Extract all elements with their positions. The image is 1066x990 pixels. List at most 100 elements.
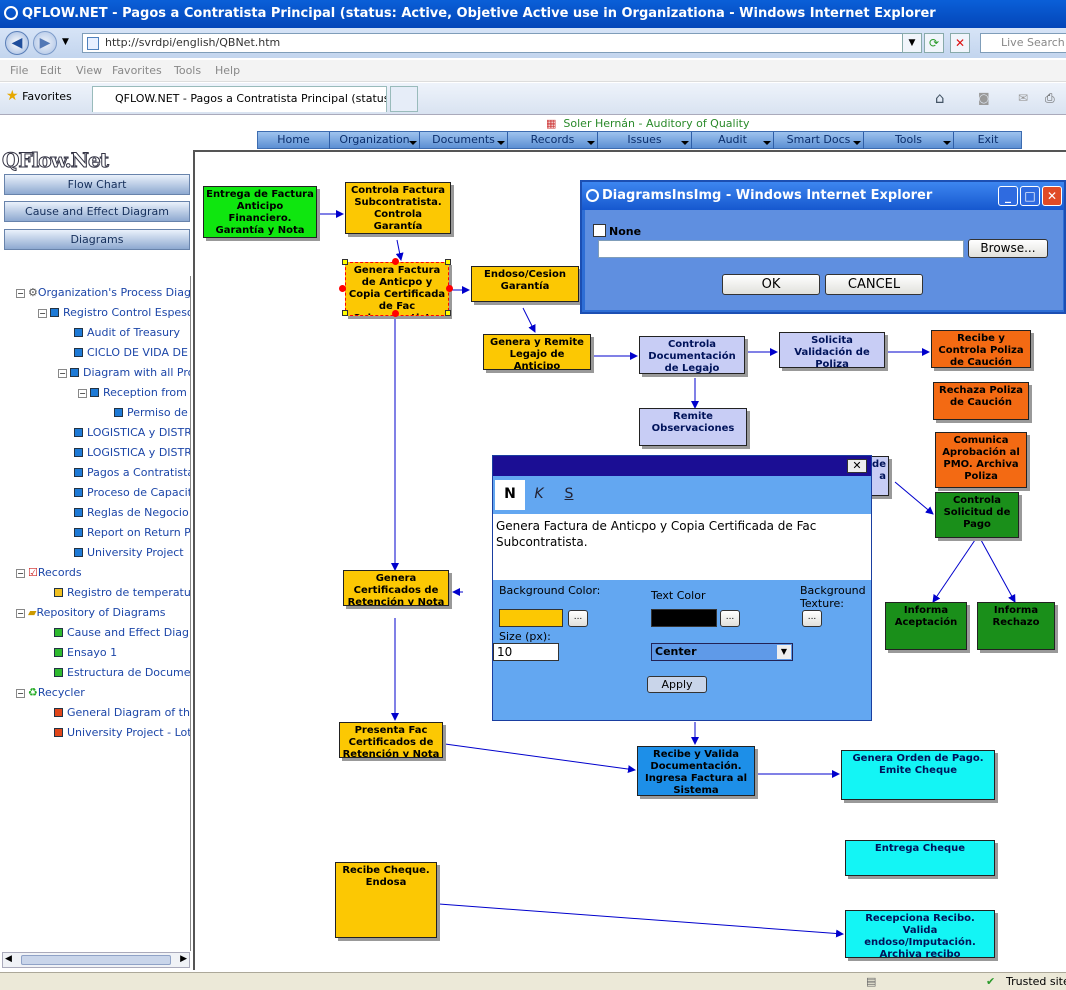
file-path-input[interactable] xyxy=(598,240,964,258)
tree-item-repository[interactable]: −▰Repository of Diagrams xyxy=(16,606,166,619)
forward-icon[interactable]: ▶ xyxy=(33,31,57,55)
text-color-picker-button[interactable]: ... xyxy=(720,610,740,627)
node[interactable]: Endoso/Cesion Garantía xyxy=(471,266,579,302)
mail-icon[interactable]: ✉ xyxy=(1018,91,1029,105)
tree-item[interactable]: Audit of Treasury xyxy=(74,326,180,339)
close-icon[interactable]: ✕ xyxy=(847,459,867,473)
tree-item[interactable]: University Project - Lotes xyxy=(54,726,190,739)
tree-item[interactable]: CICLO DE VIDA DE IN xyxy=(74,346,190,359)
menu-issues[interactable]: Issues xyxy=(598,132,692,149)
image-dialog-titlebar[interactable]: DiagramsInsImg - Windows Internet Explor… xyxy=(582,182,1064,210)
ok-button[interactable]: OK xyxy=(722,274,820,295)
node[interactable]: Genera Certificados de Retención y Nota … xyxy=(343,570,449,606)
cause-effect-button[interactable]: Cause and Effect Diagram xyxy=(4,201,190,222)
browser-tab[interactable]: QFLOW.NET - Pagos a Contratista Principa… xyxy=(92,86,387,112)
node[interactable]: Entrega Cheque xyxy=(845,840,995,876)
tree-item[interactable]: −Registro Control Espesores xyxy=(38,306,190,319)
search-input[interactable]: Live Search xyxy=(980,33,1066,53)
alignment-select[interactable]: Center▼ xyxy=(651,643,793,661)
print-icon[interactable]: ⎙ xyxy=(1045,91,1055,105)
tree-scrollbar[interactable]: ◀ ▶ xyxy=(2,952,190,968)
menu-view[interactable]: View xyxy=(76,64,103,77)
apply-button[interactable]: Apply xyxy=(647,676,707,693)
menu-exit[interactable]: Exit xyxy=(954,132,1022,149)
collapse-icon[interactable]: − xyxy=(58,369,67,378)
menu-tools-app[interactable]: Tools xyxy=(864,132,954,149)
history-dropdown-icon[interactable]: ▼ xyxy=(62,37,69,47)
menu-records[interactable]: Records xyxy=(508,132,598,149)
node[interactable]: Controla Documentación de Legajo xyxy=(639,336,745,374)
bold-button[interactable]: N xyxy=(495,480,525,510)
menu-organization[interactable]: Organization xyxy=(330,132,420,149)
underline-button[interactable]: S xyxy=(564,486,574,502)
node[interactable]: Controla Solicitud de Pago xyxy=(935,492,1019,538)
resize-handle[interactable] xyxy=(342,310,348,316)
tree-item-recycler[interactable]: −♻Recycler xyxy=(16,686,85,699)
tree-item[interactable]: LOGISTICA y DISTRIB xyxy=(74,426,190,439)
stop-icon[interactable]: ✕ xyxy=(950,33,970,53)
node[interactable]: Recepciona Recibo. Valida endoso/Imputac… xyxy=(845,910,995,958)
feeds-icon[interactable]: ◙ xyxy=(978,91,990,105)
tree-item[interactable]: Cause and Effect Diagram xyxy=(54,626,190,639)
node[interactable]: Rechaza Poliza de Caución xyxy=(933,382,1029,420)
tree-item[interactable]: Proceso de Capacitaci xyxy=(74,486,190,499)
maximize-icon[interactable]: □ xyxy=(1020,186,1040,206)
italic-button[interactable]: K xyxy=(534,486,544,502)
tree-item-org-process[interactable]: −⚙Organization's Process Diagram xyxy=(16,286,190,299)
minimize-icon[interactable]: _ xyxy=(998,186,1018,206)
tree-item-records[interactable]: −☑Records xyxy=(16,566,82,579)
node[interactable]: Comunica Aprobación al PMO. Archiva Poli… xyxy=(935,432,1027,488)
format-dialog-titlebar[interactable]: ✕ xyxy=(493,456,871,476)
collapse-icon[interactable]: − xyxy=(16,569,25,578)
connection-point[interactable] xyxy=(446,285,453,292)
node-text-area[interactable]: Genera Factura de Anticpo y Copia Certif… xyxy=(493,514,871,580)
selected-node[interactable]: Genera Factura de Anticpo y Copia Certif… xyxy=(345,262,449,316)
tree-item[interactable]: General Diagram of the Or xyxy=(54,706,190,719)
new-tab-button[interactable] xyxy=(390,86,418,112)
node[interactable]: Presenta Fac Certificados de Retención y… xyxy=(339,722,443,758)
size-input[interactable]: 10 xyxy=(493,643,559,661)
tree-item[interactable]: Ensayo 1 xyxy=(54,646,117,659)
close-icon[interactable]: ✕ xyxy=(1042,186,1062,206)
node[interactable]: Recibe y Controla Poliza de Caución xyxy=(931,330,1031,368)
menu-file[interactable]: File xyxy=(10,64,29,77)
node[interactable]: Recibe y Valida Documentación. Ingresa F… xyxy=(637,746,755,796)
tree-item[interactable]: −Diagram with all Proce xyxy=(58,366,190,379)
connection-point[interactable] xyxy=(339,285,346,292)
address-dropdown-icon[interactable]: ▼ xyxy=(902,33,922,53)
favorites-button[interactable]: ★ Favorites xyxy=(6,88,72,104)
tree-item[interactable]: Pagos a Contratista P xyxy=(74,466,190,479)
menu-audit[interactable]: Audit xyxy=(692,132,774,149)
address-bar[interactable]: http://svrdpi/english/QBNet.htm xyxy=(82,33,918,53)
menu-home[interactable]: Home xyxy=(258,132,330,149)
scroll-right-icon[interactable]: ▶ xyxy=(180,954,187,964)
menu-smart-docs[interactable]: Smart Docs xyxy=(774,132,864,149)
node[interactable]: Recibe Cheque. Endosa xyxy=(335,862,437,938)
node[interactable]: Controla Factura Subcontratista. Control… xyxy=(345,182,451,234)
chevron-down-icon[interactable]: ▼ xyxy=(777,645,791,659)
cancel-button[interactable]: CANCEL xyxy=(825,274,923,295)
resize-handle[interactable] xyxy=(445,259,451,265)
scroll-left-icon[interactable]: ◀ xyxy=(5,954,12,964)
node[interactable]: Informa Rechazo xyxy=(977,602,1055,650)
collapse-icon[interactable]: − xyxy=(16,609,25,618)
connection-point[interactable] xyxy=(392,258,399,265)
menu-edit[interactable]: Edit xyxy=(40,64,62,77)
tree-item[interactable]: LOGISTICA y DISTRIB xyxy=(74,446,190,459)
menu-tools[interactable]: Tools xyxy=(174,64,202,77)
collapse-icon[interactable]: − xyxy=(16,289,25,298)
collapse-icon[interactable]: − xyxy=(16,689,25,698)
diagrams-button[interactable]: Diagrams xyxy=(4,229,190,250)
tree-item[interactable]: University Project xyxy=(74,546,184,559)
tree-item[interactable]: Permiso de Tr xyxy=(114,406,190,419)
collapse-icon[interactable]: − xyxy=(38,309,47,318)
tree-item[interactable]: −Reception from Su xyxy=(78,386,190,399)
back-icon[interactable]: ◀ xyxy=(5,31,29,55)
resize-handle[interactable] xyxy=(342,259,348,265)
menu-favorites[interactable]: Favorites xyxy=(112,64,162,77)
home-icon[interactable]: ⌂ xyxy=(935,89,945,107)
node[interactable]: Informa Aceptación xyxy=(885,602,967,650)
node[interactable]: Genera Orden de Pago. Emite Cheque xyxy=(841,750,995,800)
scroll-thumb[interactable] xyxy=(21,955,171,965)
node[interactable]: Remite Observaciones xyxy=(639,408,747,446)
